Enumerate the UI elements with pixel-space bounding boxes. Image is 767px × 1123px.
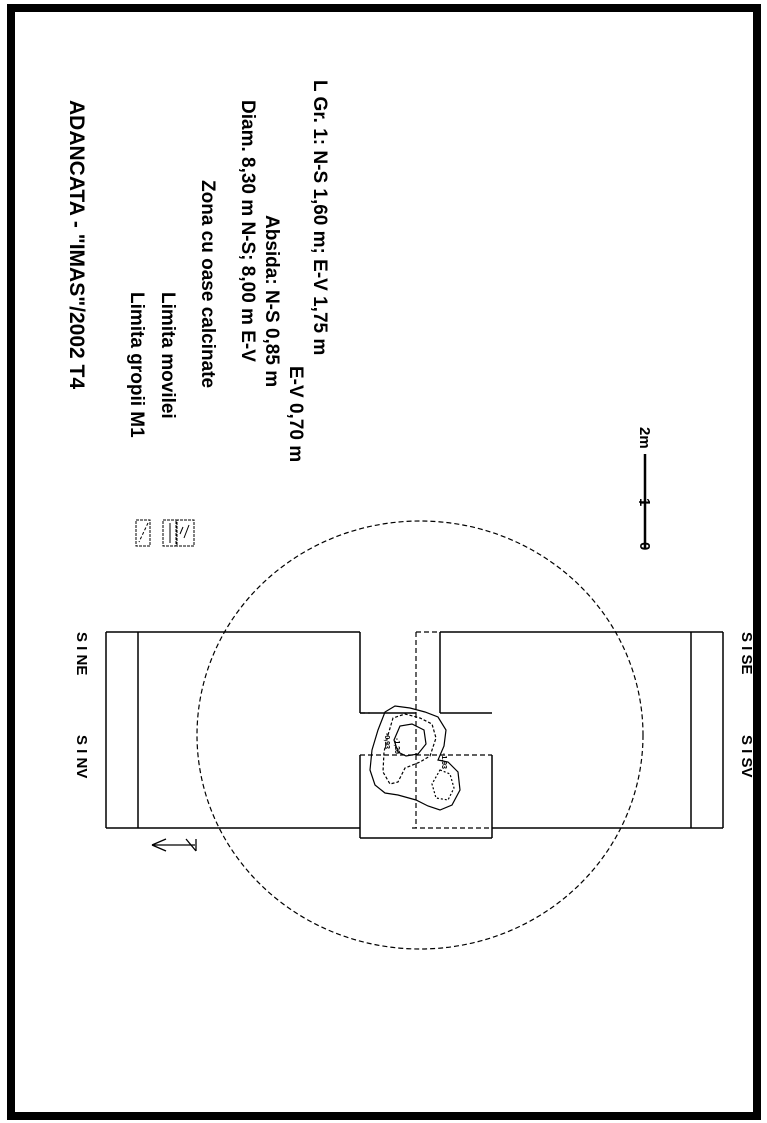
dim-line-4: L Gr. 1: N-S 1,60 m; E-V 1,75 m <box>309 80 330 355</box>
grave-pit <box>369 705 461 811</box>
text-block: ADANCATA - "IMAS"/2002 T4 Limita gropii … <box>65 80 755 778</box>
plan-title: ADANCATA - "IMAS"/2002 T4 <box>65 100 88 389</box>
barrow-limit-circle <box>196 520 644 950</box>
scale-bar <box>639 454 647 548</box>
legend-swatch-movila <box>135 519 151 547</box>
north-arrow-icon <box>151 838 197 852</box>
section-label-sv: S I SV <box>738 735 755 778</box>
dim-line-2: Absida: N-S 0,85 m <box>261 215 282 387</box>
trench-south <box>690 631 724 829</box>
dim-line-3: E-V 0,70 m <box>285 366 306 462</box>
scale-label-two: 2m <box>636 427 653 449</box>
page-frame <box>7 4 761 1120</box>
legend-label-oase: Zona cu oase calcinate <box>197 180 218 388</box>
dim-line-1: Diam. 8,30 m N-S; 8,00 m E-V <box>237 100 258 362</box>
legend-label-groapa: Limita gropii M1 <box>126 292 147 438</box>
section-label-se: S I SE <box>738 632 755 675</box>
legend-swatch-oase <box>175 519 195 547</box>
section-label-ne: S I NE <box>73 632 90 675</box>
legend-label-movila: Limita movilei <box>157 292 178 419</box>
section-label-nv: S I NV <box>73 735 90 778</box>
central-trenches <box>138 631 691 839</box>
trench-north <box>105 631 139 829</box>
trench-connectors <box>360 631 492 829</box>
depth-label-1: -0,93 <box>383 733 390 749</box>
legend-swatch-groapa <box>162 519 178 547</box>
